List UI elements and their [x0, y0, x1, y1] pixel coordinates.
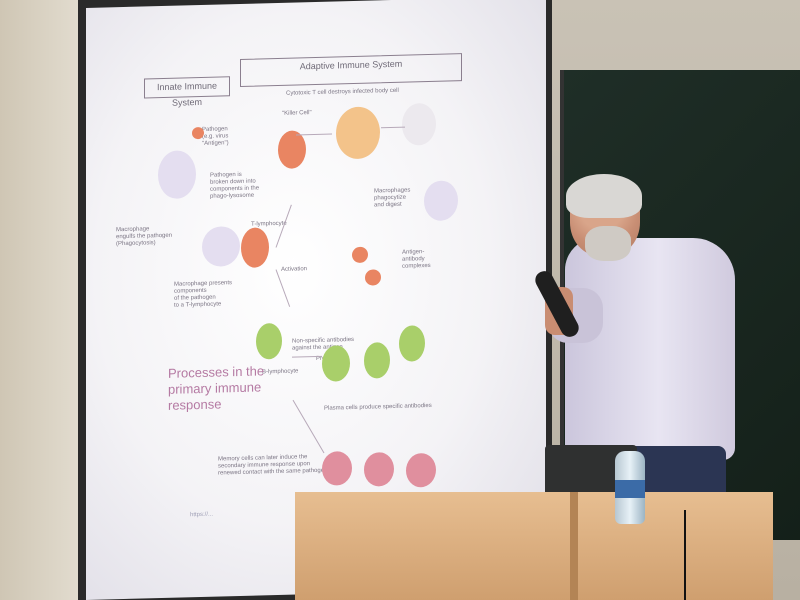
speaker-beard: [585, 226, 631, 261]
arrow-to-memory: [292, 399, 325, 454]
memory-cell-3: [406, 452, 436, 488]
cable: [684, 510, 686, 600]
killer-cell-label: "Killer Cell": [282, 110, 312, 117]
killer-cell-body: [278, 130, 306, 169]
macrophage-presents-caption: Macrophage presents components of the pa…: [174, 280, 233, 309]
antigen-antibody-caption: Antigen- antibody complexes: [402, 249, 431, 270]
pathogen-caption: Pathogen (e.g. virus "Antigen"): [202, 126, 229, 147]
macrophage-engulfs-caption: Macrophage engulfs the pathogen (Phagocy…: [116, 226, 173, 248]
slide-heading: Processes in the primary immune response: [168, 363, 265, 413]
antigen-2: [365, 269, 381, 286]
cytotoxic-caption: Cytotoxic T cell destroys infected body …: [286, 87, 399, 97]
b-lymphocyte-cell: [256, 322, 282, 360]
innate-header: Innate Immune System: [144, 76, 230, 108]
source-link: https://...: [190, 511, 214, 519]
antigen-1: [352, 246, 368, 264]
speaker-shirt: [565, 238, 735, 460]
memory-cell-2: [364, 451, 394, 487]
infected-body-cell: [336, 106, 380, 160]
pathogen-broken-caption: Pathogen is broken down into components …: [210, 171, 260, 200]
macrophage-presenting: [202, 225, 240, 267]
memory-cells-caption: Memory cells can later induce the second…: [218, 454, 328, 477]
plasma-cell-3: [399, 325, 425, 362]
t-lymphocyte-cell: [241, 227, 269, 268]
destroyed-cell: [402, 102, 436, 146]
plasma-cell-2: [364, 342, 390, 379]
speaker-hair: [566, 174, 642, 218]
macrophage-right: [424, 180, 458, 222]
podium-edge: [570, 492, 578, 600]
water-bottle-label: [615, 480, 645, 498]
arrow-killer-to-infected: [296, 133, 332, 136]
macrophage-top-left: [158, 150, 196, 200]
memory-cell-1: [322, 451, 352, 486]
arrow-t-to-b: [275, 269, 291, 307]
plasma-cells-caption: Plasma cells produce specific antibodies: [324, 402, 432, 412]
adaptive-header: Adaptive Immune System: [240, 53, 462, 87]
wall-left: [0, 0, 80, 600]
plasma-cell-1: [322, 345, 350, 382]
activation-label: Activation: [281, 266, 308, 273]
podium: [295, 492, 773, 600]
